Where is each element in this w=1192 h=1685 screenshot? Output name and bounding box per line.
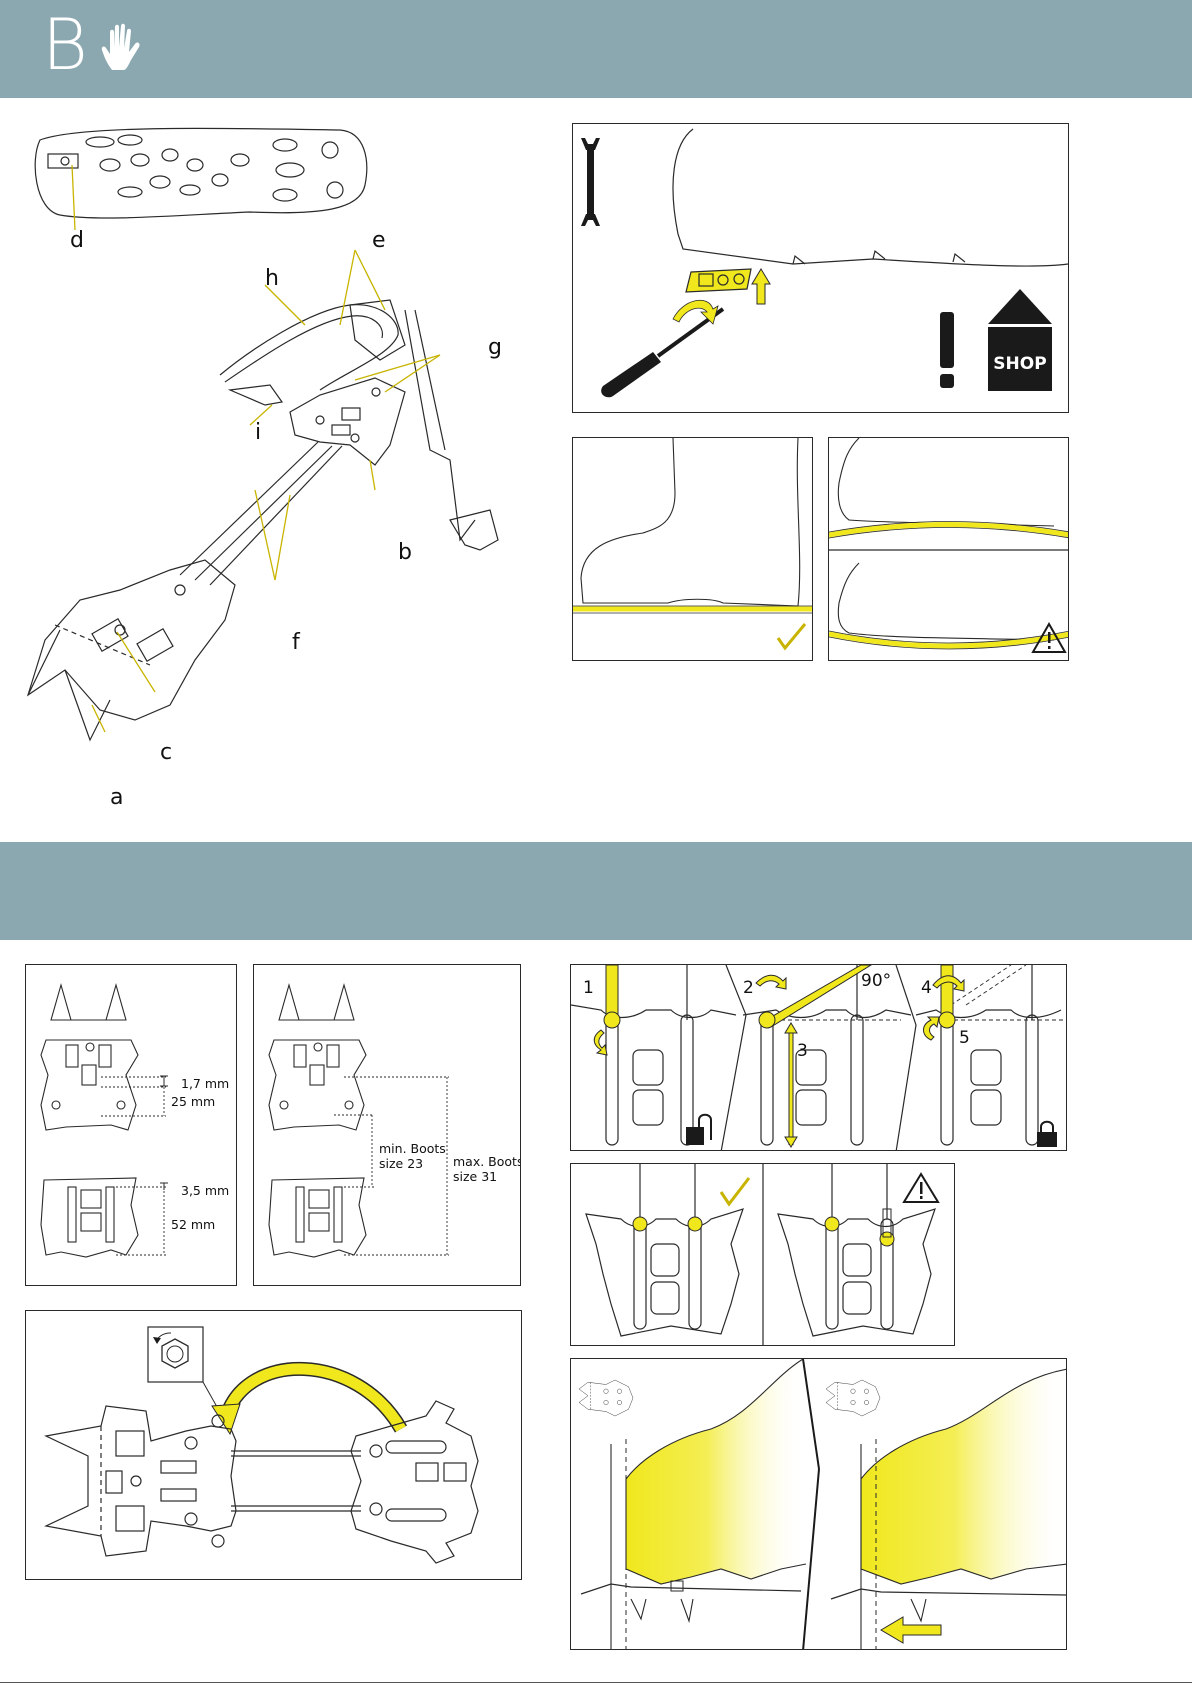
sole-fit-warning-panel xyxy=(828,437,1069,661)
plate-gap-panel: 1,7 mm 25 mm 3,5 mm 52 mm xyxy=(25,964,237,1286)
part-label-i: i xyxy=(255,420,261,445)
bar-alignment-panel xyxy=(570,1163,955,1346)
shop-label: SHOP xyxy=(993,354,1046,374)
part-label-b: b xyxy=(398,540,412,565)
step-1-label: 1 xyxy=(583,978,594,998)
rear-length-value: 52 mm xyxy=(171,1217,215,1232)
front-length-value: 25 mm xyxy=(171,1094,215,1109)
arrow-left-icon xyxy=(881,1617,941,1643)
exclamation-icon xyxy=(940,312,954,388)
part-label-e: e xyxy=(372,228,386,253)
max-boots-line1: max. Boots xyxy=(453,1154,521,1169)
part-label-h: h xyxy=(265,266,279,291)
shop-house-icon: SHOP xyxy=(988,289,1052,391)
adjustment-steps-panel: 1 2 90° 3 4 5 xyxy=(570,964,1067,1151)
checkmark-icon xyxy=(778,624,805,648)
part-label-d: d xyxy=(70,228,84,253)
header-band: B xyxy=(0,0,1192,98)
crampon-exploded-drawing xyxy=(20,120,540,820)
part-label-a: a xyxy=(110,785,123,810)
screwdriver-icon xyxy=(601,300,723,397)
hex-nut-icon xyxy=(148,1327,203,1382)
unlocked-padlock-icon xyxy=(686,1115,711,1145)
part-label-f: f xyxy=(292,630,300,655)
angle-label: 90° xyxy=(861,971,891,991)
part-label-c: c xyxy=(160,740,172,765)
page-bottom-rule xyxy=(0,1682,1192,1683)
arrow-up-icon xyxy=(752,269,770,304)
section-letter: B xyxy=(42,10,88,80)
tool-panel: SHOP xyxy=(572,123,1069,413)
connector-rotate-panel xyxy=(25,1310,522,1580)
min-boots-line2: size 23 xyxy=(379,1156,423,1171)
max-boots-line2: size 31 xyxy=(453,1169,497,1184)
step-3-label: 3 xyxy=(797,1041,808,1061)
min-boots-line1: min. Boots xyxy=(379,1141,446,1156)
hand-icon xyxy=(98,22,146,72)
rear-gap-value: 3,5 mm xyxy=(181,1183,229,1198)
front-gap-value: 1,7 mm xyxy=(181,1076,229,1091)
section-band xyxy=(0,842,1192,940)
checkmark-icon xyxy=(721,1178,749,1204)
parts-diagram: d e h g i b f c a xyxy=(20,120,540,820)
part-label-g: g xyxy=(488,335,502,360)
binding-bar xyxy=(686,269,751,292)
boot-size-panel: min. Boots size 23 max. Boots size 31 xyxy=(253,964,521,1286)
step-4-label: 4 xyxy=(921,978,932,998)
boot-position-panel xyxy=(570,1358,1067,1650)
wrench-icon xyxy=(581,138,600,226)
warning-triangle-icon xyxy=(904,1174,938,1202)
locked-padlock-icon xyxy=(1037,1122,1057,1147)
step-2-label: 2 xyxy=(743,978,754,998)
sole-fit-ok-panel xyxy=(572,437,813,661)
step-5-label: 5 xyxy=(959,1028,970,1048)
